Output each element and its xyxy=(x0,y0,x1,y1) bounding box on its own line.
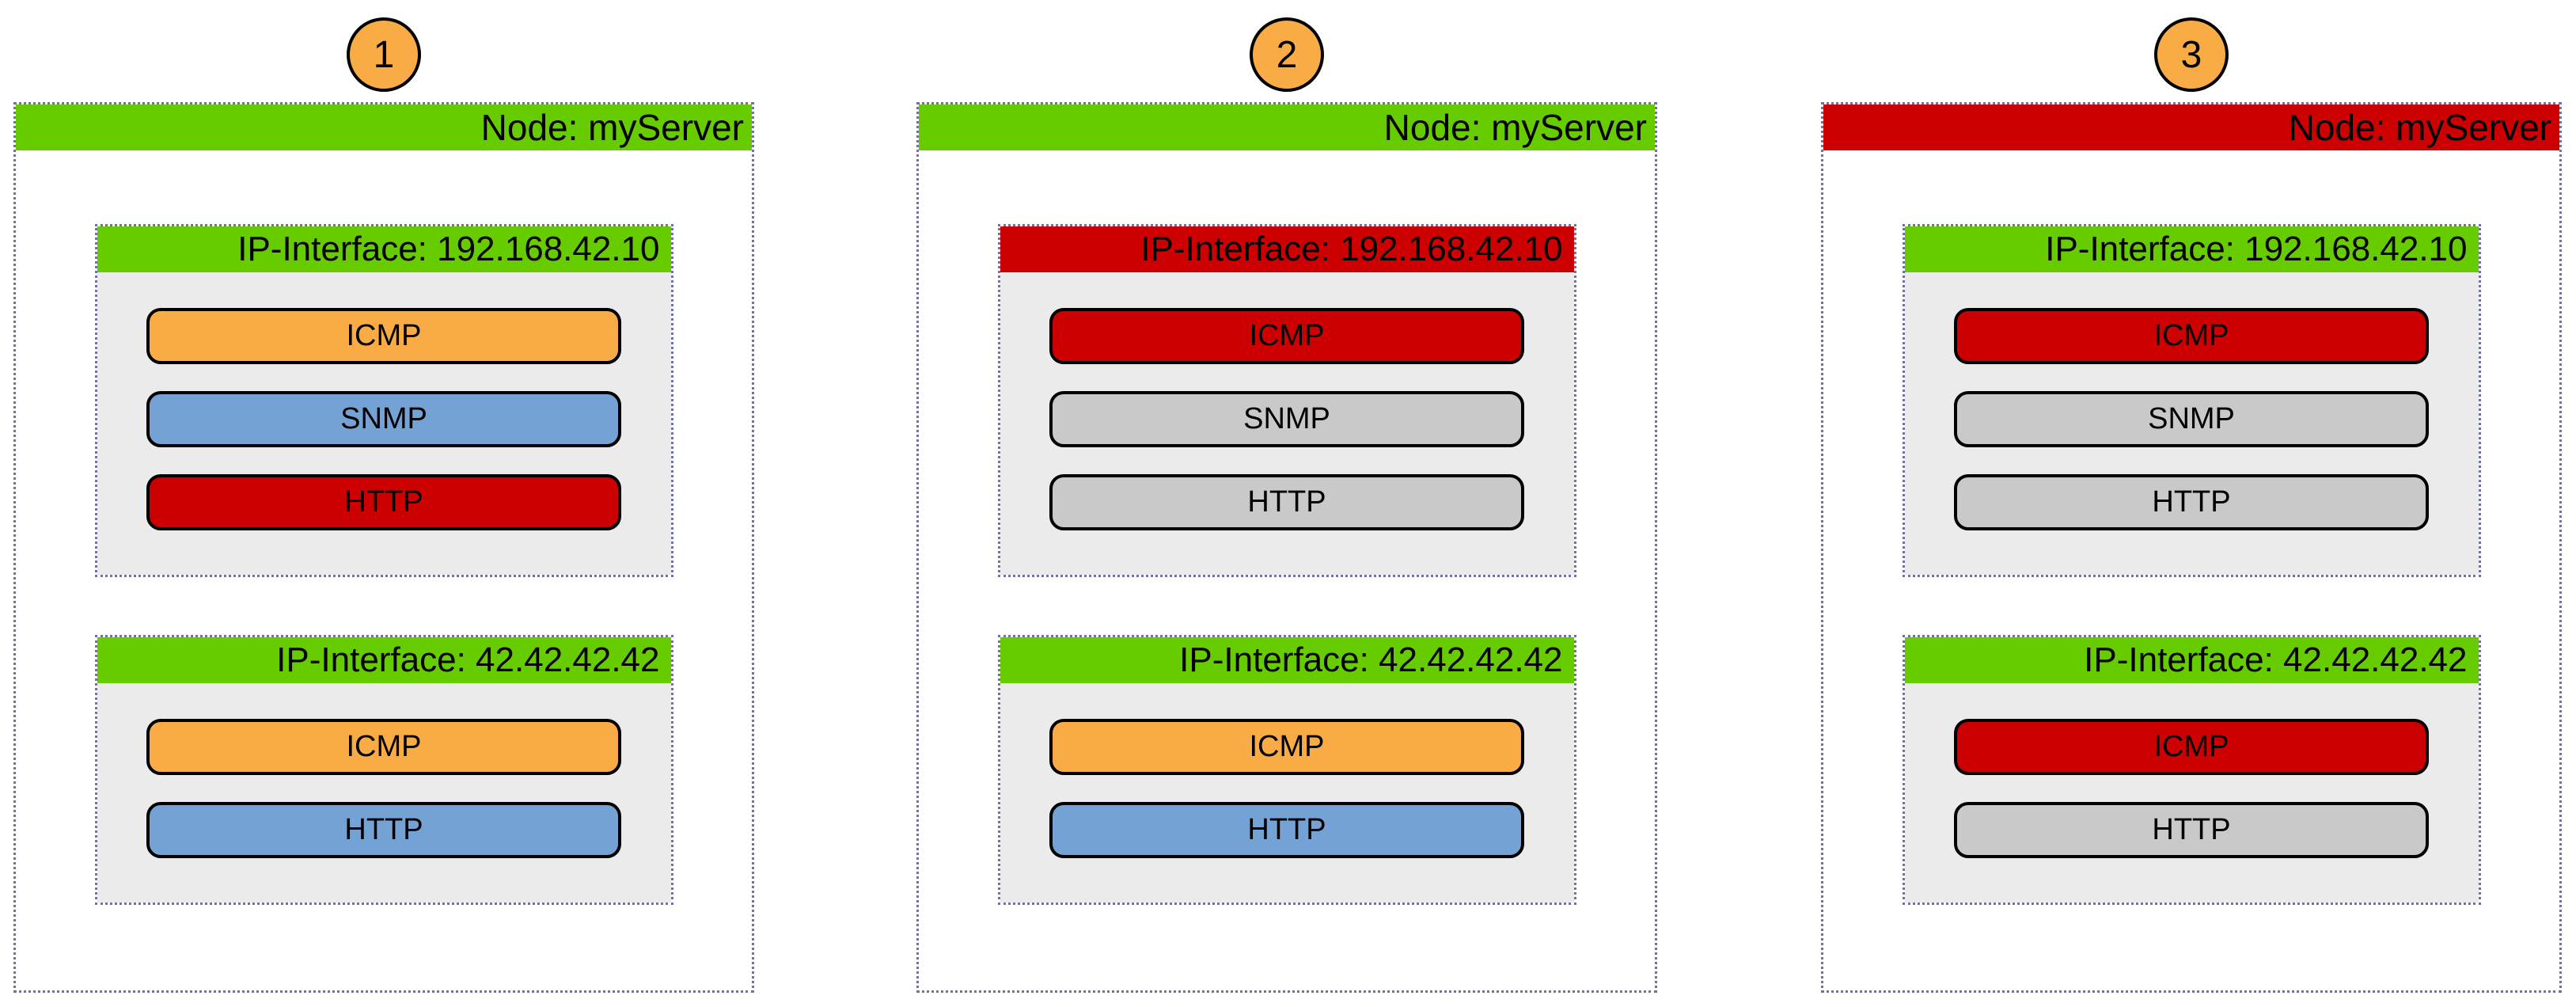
service-badge-icmp: ICMP xyxy=(1049,719,1524,775)
interface-header: IP-Interface: 42.42.42.42 xyxy=(1904,637,2479,683)
service-badge-icmp: ICMP xyxy=(1049,308,1524,364)
step-panel-1: 1 Node: myServer IP-Interface: 192.168.4… xyxy=(13,0,754,1007)
interface-box: IP-Interface: 192.168.42.10 ICMP SNMP HT… xyxy=(94,224,673,577)
interface-body: ICMP SNMP HTTP xyxy=(1000,272,1574,575)
interface-body: ICMP HTTP xyxy=(97,683,671,902)
step-number: 1 xyxy=(373,33,395,76)
step-number-badge: 1 xyxy=(347,17,421,92)
service-badge-http: HTTP xyxy=(146,802,621,858)
node-box: Node: myServer IP-Interface: 192.168.42.… xyxy=(13,102,754,993)
step-number-badge: 3 xyxy=(2154,17,2229,92)
node-header: Node: myServer xyxy=(16,104,752,150)
interface-body: ICMP SNMP HTTP xyxy=(1904,272,2479,575)
interface-header: IP-Interface: 42.42.42.42 xyxy=(1000,637,1574,683)
service-badge-icmp: ICMP xyxy=(1954,719,2429,775)
interface-header: IP-Interface: 42.42.42.42 xyxy=(97,637,671,683)
interface-body: ICMP HTTP xyxy=(1000,683,1574,902)
interface-box: IP-Interface: 42.42.42.42 ICMP HTTP xyxy=(94,635,673,905)
interface-box: IP-Interface: 192.168.42.10 ICMP SNMP HT… xyxy=(1902,224,2481,577)
service-badge-http: HTTP xyxy=(1954,474,2429,530)
step-panel-3: 3 Node: myServer IP-Interface: 192.168.4… xyxy=(1821,0,2562,1007)
service-badge-http: HTTP xyxy=(1049,802,1524,858)
service-badge-icmp: ICMP xyxy=(146,719,621,775)
interface-header: IP-Interface: 192.168.42.10 xyxy=(1000,226,1574,272)
interface-box: IP-Interface: 42.42.42.42 ICMP HTTP xyxy=(1902,635,2481,905)
step-panel-2: 2 Node: myServer IP-Interface: 192.168.4… xyxy=(916,0,1657,1007)
service-badge-snmp: SNMP xyxy=(146,391,621,447)
interface-body: ICMP HTTP xyxy=(1904,683,2479,902)
step-number: 2 xyxy=(1276,33,1298,76)
node-header: Node: myServer xyxy=(919,104,1655,150)
interface-header: IP-Interface: 192.168.42.10 xyxy=(97,226,671,272)
service-badge-http: HTTP xyxy=(146,474,621,530)
interface-box: IP-Interface: 192.168.42.10 ICMP SNMP HT… xyxy=(997,224,1576,577)
service-badge-snmp: SNMP xyxy=(1954,391,2429,447)
interface-header: IP-Interface: 192.168.42.10 xyxy=(1904,226,2479,272)
node-header: Node: myServer xyxy=(1823,104,2559,150)
interface-box: IP-Interface: 42.42.42.42 ICMP HTTP xyxy=(997,635,1576,905)
step-number-badge: 2 xyxy=(1250,17,1324,92)
interface-body: ICMP SNMP HTTP xyxy=(97,272,671,575)
service-badge-http: HTTP xyxy=(1954,802,2429,858)
step-number: 3 xyxy=(2180,33,2202,76)
service-badge-icmp: ICMP xyxy=(1954,308,2429,364)
service-badge-icmp: ICMP xyxy=(146,308,621,364)
service-badge-snmp: SNMP xyxy=(1049,391,1524,447)
service-badge-http: HTTP xyxy=(1049,474,1524,530)
node-box: Node: myServer IP-Interface: 192.168.42.… xyxy=(1821,102,2562,993)
node-box: Node: myServer IP-Interface: 192.168.42.… xyxy=(916,102,1657,993)
